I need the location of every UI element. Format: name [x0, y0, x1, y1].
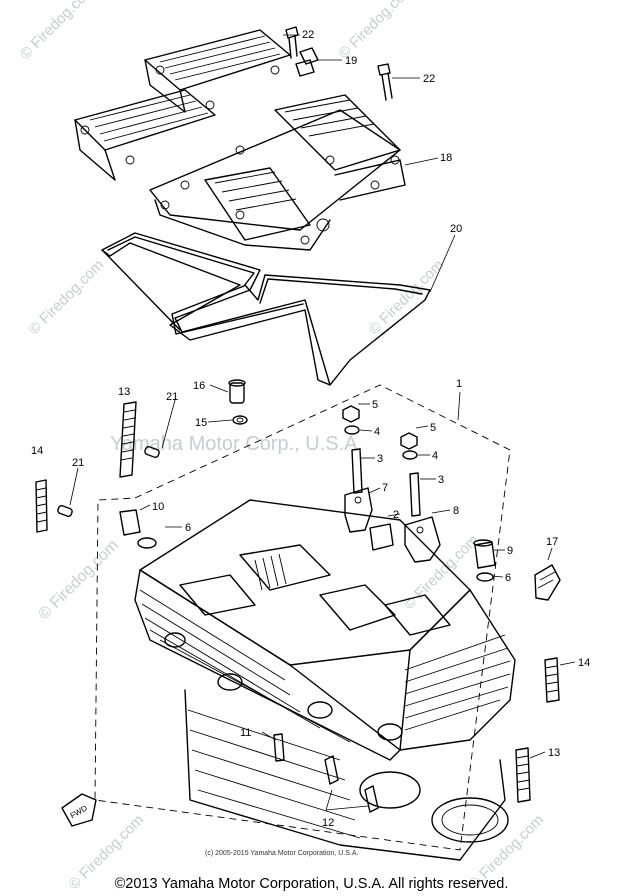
cover-nut-19 [295, 47, 319, 77]
watermark-site: © Firedog.com [35, 537, 121, 623]
watermark-site: © Firedog.com [17, 0, 99, 63]
label-part-6: 6 [505, 572, 511, 584]
label-part-21: 21 [166, 391, 178, 403]
watermark-brand: Yamaha Motor Corp., U.S.A. [110, 433, 363, 455]
watermark-site: © Firedog.com [335, 0, 417, 62]
washer-4-left [344, 425, 360, 435]
watermark-site: © Firedog.com [25, 256, 107, 338]
label-part-4: 4 [432, 450, 438, 462]
oil-pressure-sender-17 [534, 564, 561, 601]
stud-3-left [351, 448, 363, 494]
plug-16 [228, 379, 246, 404]
label-part-9: 9 [507, 545, 513, 557]
label-part-6: 6 [185, 522, 191, 534]
plug-10 [119, 509, 141, 536]
label-part-18: 18 [440, 152, 452, 164]
cam-cap-7 [344, 487, 373, 533]
nut-5-right [400, 432, 418, 450]
stud-14-left [35, 479, 48, 533]
watermark-site: © Firedog.com [400, 531, 482, 613]
label-part-2: 2 [393, 509, 399, 521]
cylinder-head-1 [134, 499, 516, 761]
dowel-21-upper [144, 445, 160, 459]
label-part-3: 3 [377, 453, 383, 465]
dowel-21-lower [57, 504, 73, 518]
washer-15 [232, 415, 248, 425]
label-part-14: 14 [31, 445, 43, 457]
stud-3-right [409, 472, 421, 517]
inline-copyright: (c) 2005-2015 Yamaha Motor Corporation, … [205, 850, 358, 857]
label-part-5: 5 [372, 399, 378, 411]
label-part-1: 1 [456, 378, 462, 390]
part-labels: 22 19 22 18 20 1 16 15 13 21 14 21 10 6 … [31, 29, 590, 829]
label-part-13: 13 [548, 747, 560, 759]
cover-bolt-22-right [377, 63, 393, 101]
assembly-boundary-1 [94, 384, 511, 851]
label-part-11: 11 [240, 727, 251, 739]
dowel-12-right [364, 785, 379, 813]
nut-5-left [342, 405, 360, 423]
label-part-20: 20 [450, 223, 462, 235]
label-part-17: 17 [546, 536, 558, 548]
stud-13-upper [119, 401, 137, 478]
o-ring-6-right [476, 572, 494, 582]
dowel-11 [273, 733, 285, 762]
plug-9 [473, 539, 496, 569]
label-part-16: 16 [193, 380, 205, 392]
washer-4-right [402, 450, 418, 460]
label-part-14: 14 [578, 657, 590, 669]
forward-direction-arrow: FWD [61, 793, 97, 827]
watermark-site: © Firedog.com [365, 256, 447, 338]
label-part-13: 13 [118, 386, 130, 398]
cylinder-block [184, 689, 509, 861]
label-part-19: 19 [345, 55, 357, 67]
stud-14-right [544, 657, 560, 703]
cam-cap-2 [369, 523, 394, 551]
label-part-3: 3 [438, 474, 444, 486]
footer-copyright: ©2013 Yamaha Motor Corporation, U.S.A. A… [114, 876, 509, 892]
label-part-12: 12 [322, 817, 334, 829]
label-part-15: 15 [195, 417, 207, 429]
label-part-7: 7 [382, 482, 388, 494]
stud-13-lower [515, 747, 531, 803]
leader-lines [69, 34, 576, 811]
forward-label: FWD [69, 803, 89, 820]
cam-cap-8 [404, 516, 441, 563]
cover-gasket-20 [101, 232, 431, 386]
label-part-4: 4 [374, 426, 380, 438]
label-part-5: 5 [430, 422, 436, 434]
label-part-21: 21 [72, 457, 84, 469]
label-part-22: 22 [302, 29, 314, 41]
label-part-8: 8 [453, 505, 459, 517]
cam-cover-18 [74, 29, 406, 251]
o-ring-6-left [137, 537, 157, 549]
label-part-10: 10 [152, 501, 164, 513]
dowel-12-left [324, 755, 339, 785]
label-part-22: 22 [423, 73, 435, 85]
